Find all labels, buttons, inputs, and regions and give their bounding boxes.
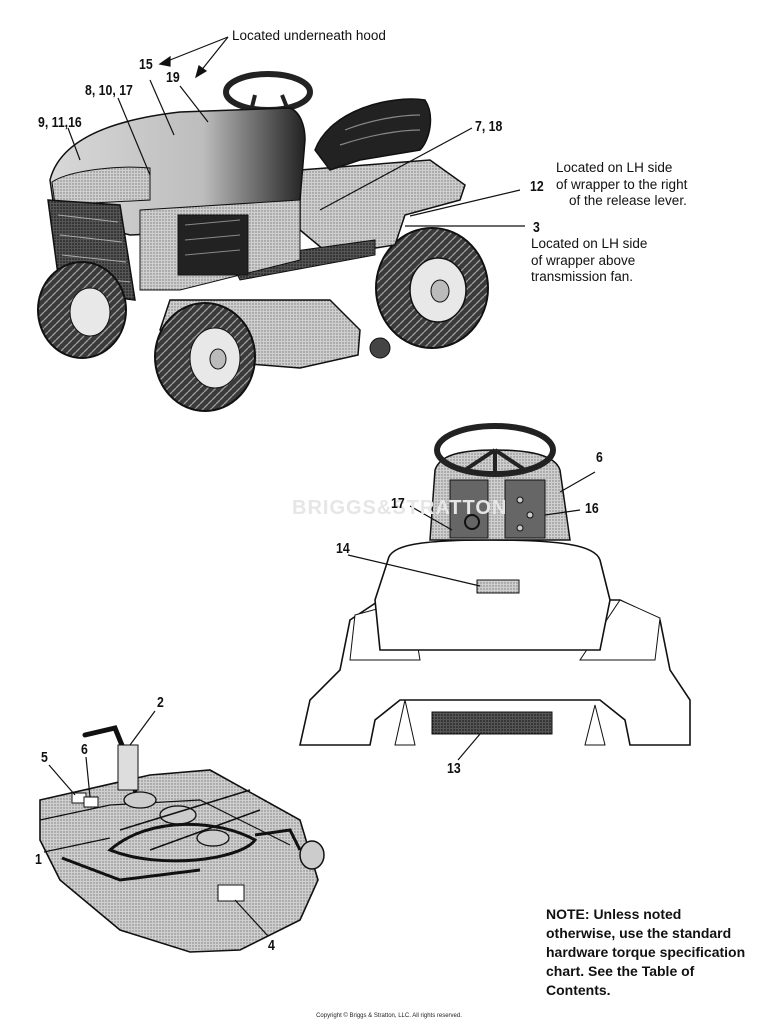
note-line: of wrapper to the right — [556, 176, 688, 192]
callout-3: 3 — [533, 219, 540, 236]
note-lh-side-transmission-fan: Located on LH side of wrapper above tran… — [531, 236, 647, 286]
note-lh-side-release-lever: Located on LH side of wrapper to the rig… — [556, 160, 687, 210]
note-underneath-hood: Located underneath hood — [232, 28, 386, 43]
rear-seat — [374, 539, 611, 651]
decal-4 — [217, 884, 245, 902]
note-line: of the release lever. — [569, 193, 687, 208]
deck-illustration — [39, 725, 325, 953]
callout-5: 5 — [41, 749, 48, 766]
rear-fender — [299, 159, 466, 256]
decal-6-deck — [83, 796, 99, 808]
callout-9-11-16: 9, 11,16 — [38, 114, 82, 131]
callout-17-rear: 17 — [391, 495, 405, 512]
note-line: Located on LH side — [556, 160, 673, 175]
steering-wheel — [223, 71, 313, 113]
callout-6-rear: 6 — [596, 449, 603, 466]
leader-lines-rear — [347, 471, 596, 761]
callout-6-deck: 6 — [81, 741, 88, 758]
watermark: BRIGGS&STRATTON — [292, 497, 508, 519]
callout-8-10-17: 8, 10, 17 — [85, 82, 133, 99]
callout-16-rear: 16 — [585, 500, 599, 517]
rear-view-illustration — [299, 423, 691, 746]
torque-note: NOTE: Unless noted otherwise, use the st… — [546, 906, 746, 998]
note-line: transmission fan. — [531, 269, 634, 284]
callout-12: 12 — [530, 178, 544, 195]
leader-lines-tractor — [67, 36, 525, 227]
note-line: of wrapper above — [531, 252, 636, 268]
callout-1: 1 — [35, 851, 42, 868]
callout-2: 2 — [157, 694, 164, 711]
callout-14: 14 — [336, 540, 350, 557]
callout-19: 19 — [166, 69, 180, 86]
copyright: Copyright © Briggs & Stratton, LLC. All … — [316, 1013, 462, 1019]
callout-4: 4 — [268, 937, 275, 954]
callout-13: 13 — [447, 760, 461, 777]
callout-7-18: 7, 18 — [475, 118, 503, 135]
decal-14 — [476, 579, 520, 594]
callout-15: 15 — [139, 56, 153, 73]
decal-13 — [431, 711, 553, 735]
tractor-illustration — [37, 71, 489, 412]
seat — [314, 98, 432, 171]
note-line: Located on LH side — [531, 236, 648, 251]
leader-lines-deck — [43, 710, 269, 937]
